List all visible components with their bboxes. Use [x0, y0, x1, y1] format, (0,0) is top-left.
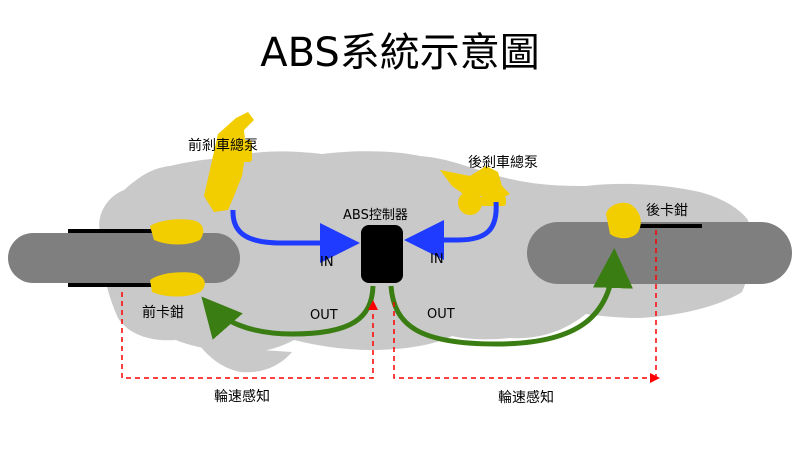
front-caliper-lower-icon [150, 272, 205, 297]
front-wheel [8, 233, 240, 283]
rear-wheel [527, 222, 792, 284]
speed-sensor-line-right [393, 302, 660, 383]
speed-sensing-label-right: 輪速感知 [498, 390, 554, 406]
in-label-right: IN [430, 252, 444, 267]
out-arrow-left [201, 285, 376, 340]
front-caliper-label: 前卡鉗 [142, 305, 184, 321]
diagram-title: ABS系統示意圖 [260, 30, 540, 76]
speed-sensing-label-left: 輪速感知 [214, 389, 270, 405]
rear-caliper-icon [606, 202, 641, 239]
rear-caliper-label: 後卡鉗 [646, 203, 688, 219]
rear-master-cylinder-icon [440, 166, 510, 215]
rear-master-label: 後剎車總泵 [468, 155, 538, 171]
in-arrow-right [404, 201, 499, 260]
speed-sensor-line-left [121, 292, 378, 379]
controller-label: ABS控制器 [343, 208, 408, 223]
out-arrow-right [388, 248, 633, 347]
abs-controller-box [361, 225, 403, 283]
out-label-right: OUT [427, 307, 455, 322]
front-caliper-upper-icon [150, 219, 204, 245]
in-arrow-left [230, 209, 360, 263]
out-label-left: OUT [310, 308, 338, 323]
front-master-cylinder-icon [204, 112, 254, 212]
front-master-label: 前剎車總泵 [188, 138, 258, 154]
engine-silhouette [200, 346, 292, 373]
in-label-left: IN [320, 255, 334, 270]
